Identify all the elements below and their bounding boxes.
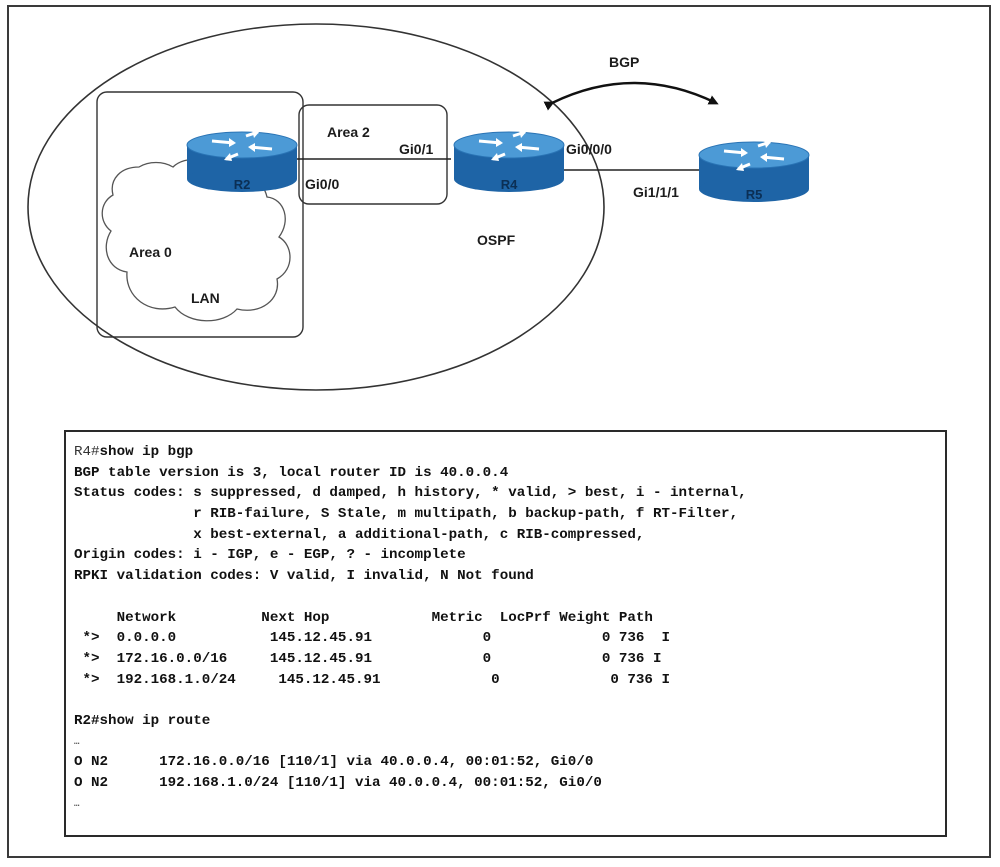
area2-box bbox=[298, 104, 448, 205]
router-label-r4: R4 bbox=[501, 177, 518, 192]
r2-prompt: R2# bbox=[74, 712, 100, 729]
bgp-header-line: r RIB-failure, S Stale, m multipath, b b… bbox=[74, 506, 739, 523]
bgp-table-row: *> 0.0.0.0 145.12.45.91 0 0 736 I bbox=[74, 630, 670, 647]
r2-command: show ip route bbox=[99, 712, 211, 729]
bgp-header-line: Status codes: s suppressed, d damped, h … bbox=[74, 485, 747, 502]
bgp-header-line: RPKI validation codes: V valid, I invali… bbox=[74, 568, 534, 585]
bgp-label: BGP bbox=[609, 54, 639, 70]
network-diagram: R2 R4 R5 bbox=[27, 23, 810, 391]
r2-command-line: R2#show ip route bbox=[74, 711, 945, 732]
bgp-session-arrow bbox=[543, 81, 719, 111]
r4-prompt: R4# bbox=[74, 444, 100, 460]
r5-interface-label: Gi1/1/1 bbox=[633, 184, 679, 200]
bgp-header-line: x best-external, a additional-path, c RI… bbox=[74, 526, 645, 543]
area0-box bbox=[96, 91, 304, 338]
blank-line bbox=[74, 587, 945, 608]
router-arrows-icon bbox=[723, 140, 785, 171]
bgp-header-line: Origin codes: i - IGP, e - EGP, ? - inco… bbox=[74, 547, 466, 564]
ospf-domain-ellipse bbox=[27, 23, 605, 391]
bgp-header-line: BGP table version is 3, local router ID … bbox=[74, 464, 509, 481]
router-r2[interactable]: R2 bbox=[186, 130, 298, 192]
router-r5[interactable]: R5 bbox=[698, 140, 810, 202]
figure-frame: R2 R4 R5 bbox=[7, 5, 991, 858]
area0-label: Area 0 bbox=[129, 244, 172, 260]
router-arrows-icon bbox=[478, 130, 540, 161]
route-entry: O N2 192.168.1.0/24 [110/1] via 40.0.0.4… bbox=[74, 775, 602, 791]
router-arrows-icon bbox=[211, 130, 273, 161]
bgp-table-row: *> 172.16.0.0/16 145.12.45.91 0 0 736 I bbox=[74, 650, 662, 667]
output-ellipsis: … bbox=[74, 798, 80, 809]
r2-interface-label: Gi0/0 bbox=[305, 176, 339, 192]
r4-wan-interface-label: Gi0/0/0 bbox=[566, 141, 612, 157]
blank-line bbox=[74, 690, 945, 711]
route-entry: O N2 172.16.0.0/16 [110/1] via 40.0.0.4,… bbox=[74, 754, 594, 771]
bgp-table-header: Network Next Hop Metric LocPrf Weight Pa… bbox=[74, 609, 653, 626]
area2-label: Area 2 bbox=[327, 124, 370, 140]
ospf-label: OSPF bbox=[477, 232, 516, 248]
cli-output-box: R4#show ip bgp BGP table version is 3, l… bbox=[64, 430, 947, 837]
router-r4[interactable]: R4 bbox=[453, 130, 565, 192]
router-label-r5: R5 bbox=[746, 187, 763, 202]
router-label-r2: R2 bbox=[234, 177, 251, 192]
r4-command-line: R4#show ip bgp bbox=[74, 442, 945, 463]
r4-lan-interface-label: Gi0/1 bbox=[399, 141, 433, 157]
lan-label: LAN bbox=[191, 290, 220, 306]
output-ellipsis: … bbox=[74, 736, 80, 747]
bgp-table-row: *> 192.168.1.0/24 145.12.45.91 0 0 736 I bbox=[74, 671, 670, 688]
r4-command: show ip bgp bbox=[99, 444, 194, 460]
